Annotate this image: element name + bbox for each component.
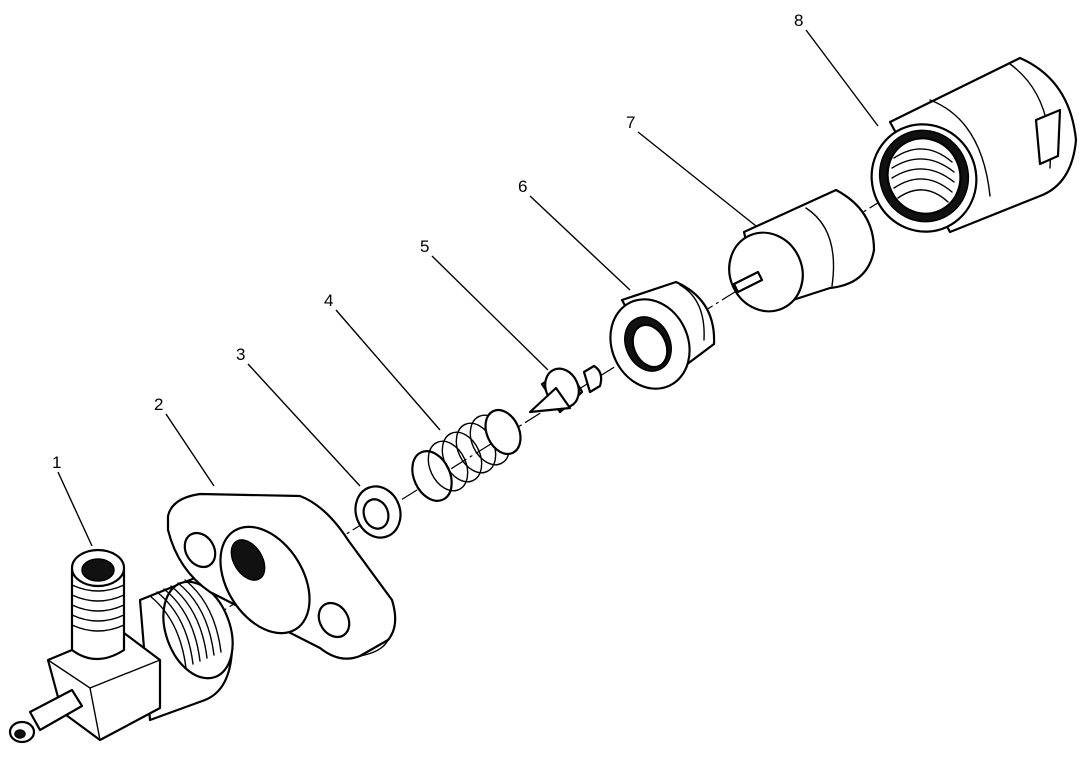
leader-lines (57, 29, 879, 547)
callout-5: 5 (420, 237, 429, 256)
callout-4: 4 (324, 291, 333, 310)
callout-3: 3 (236, 345, 245, 364)
part-6-seat-ring (609, 280, 716, 390)
part-8-cap-nut (870, 56, 1078, 234)
part-4-coil-spring (411, 408, 522, 502)
part-3-washer (354, 485, 402, 539)
callout-8: 8 (794, 11, 803, 30)
callout-2: 2 (154, 395, 163, 414)
callout-7: 7 (626, 113, 635, 132)
callout-1: 1 (52, 453, 61, 472)
part-1-elbow-fitting (8, 548, 234, 744)
part-5-valve-poppet (528, 364, 603, 414)
callout-labels: 1 2 3 4 5 6 7 8 (52, 11, 803, 472)
part-7-plunger (728, 188, 876, 313)
part-2-flange-gasket (166, 492, 397, 660)
callout-6: 6 (518, 177, 527, 196)
